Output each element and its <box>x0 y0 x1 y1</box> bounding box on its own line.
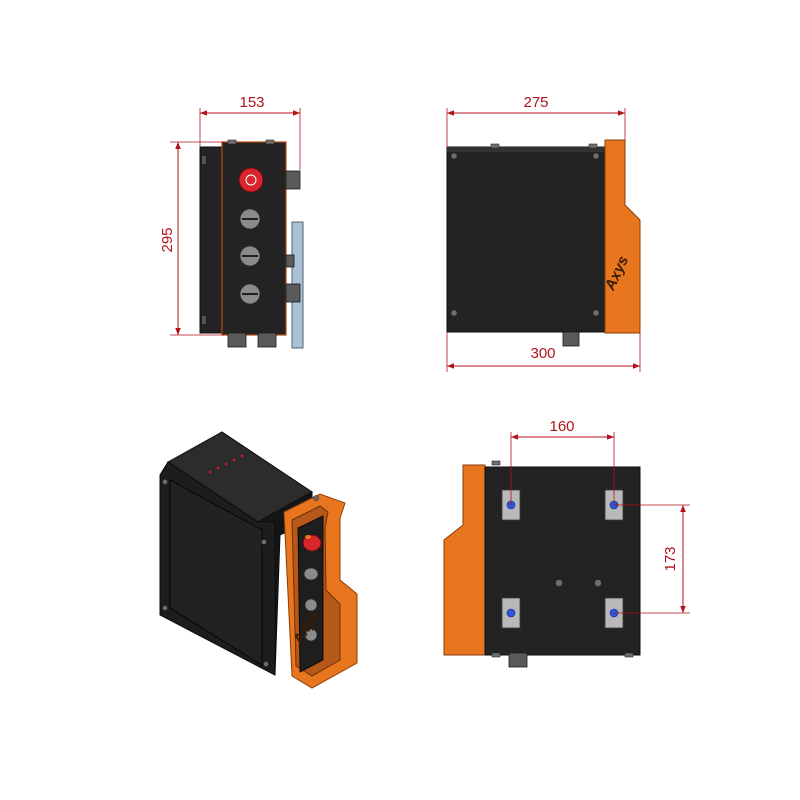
screw <box>265 139 275 145</box>
screw <box>592 152 600 160</box>
side-top-dimension: 275 <box>523 94 548 111</box>
screw <box>592 309 600 317</box>
screw <box>227 139 237 145</box>
cable-gland <box>562 331 580 347</box>
side-bottom-dimension: 300 <box>530 345 555 362</box>
front-width-dimension: 153 <box>239 94 264 111</box>
emergency-stop-icon <box>238 167 264 193</box>
push-button <box>303 567 319 581</box>
side-view: Axys 275 300 <box>446 94 641 372</box>
back-width-dimension: 160 <box>549 418 574 435</box>
front-view: 153 295 <box>159 94 304 349</box>
screw <box>450 152 458 160</box>
orange-bracket <box>443 464 486 656</box>
isometric-view: Axys <box>159 431 358 689</box>
push-button <box>304 598 318 612</box>
orange-bracket <box>604 139 641 334</box>
front-height-dimension: 295 <box>159 227 176 252</box>
back-height-dimension: 173 <box>662 546 679 571</box>
enclosure-side <box>199 146 223 334</box>
cable-gland <box>257 332 277 348</box>
emergency-stop-icon <box>302 534 322 552</box>
push-button <box>304 628 318 642</box>
cable-gland <box>285 170 301 190</box>
enclosure-side-body <box>446 146 606 333</box>
back-view: 160 173 <box>443 418 690 668</box>
cable-gland <box>285 283 301 303</box>
cable-gland <box>508 652 528 668</box>
cable-gland <box>227 332 247 348</box>
rail-clip <box>285 254 295 268</box>
screw <box>450 309 458 317</box>
